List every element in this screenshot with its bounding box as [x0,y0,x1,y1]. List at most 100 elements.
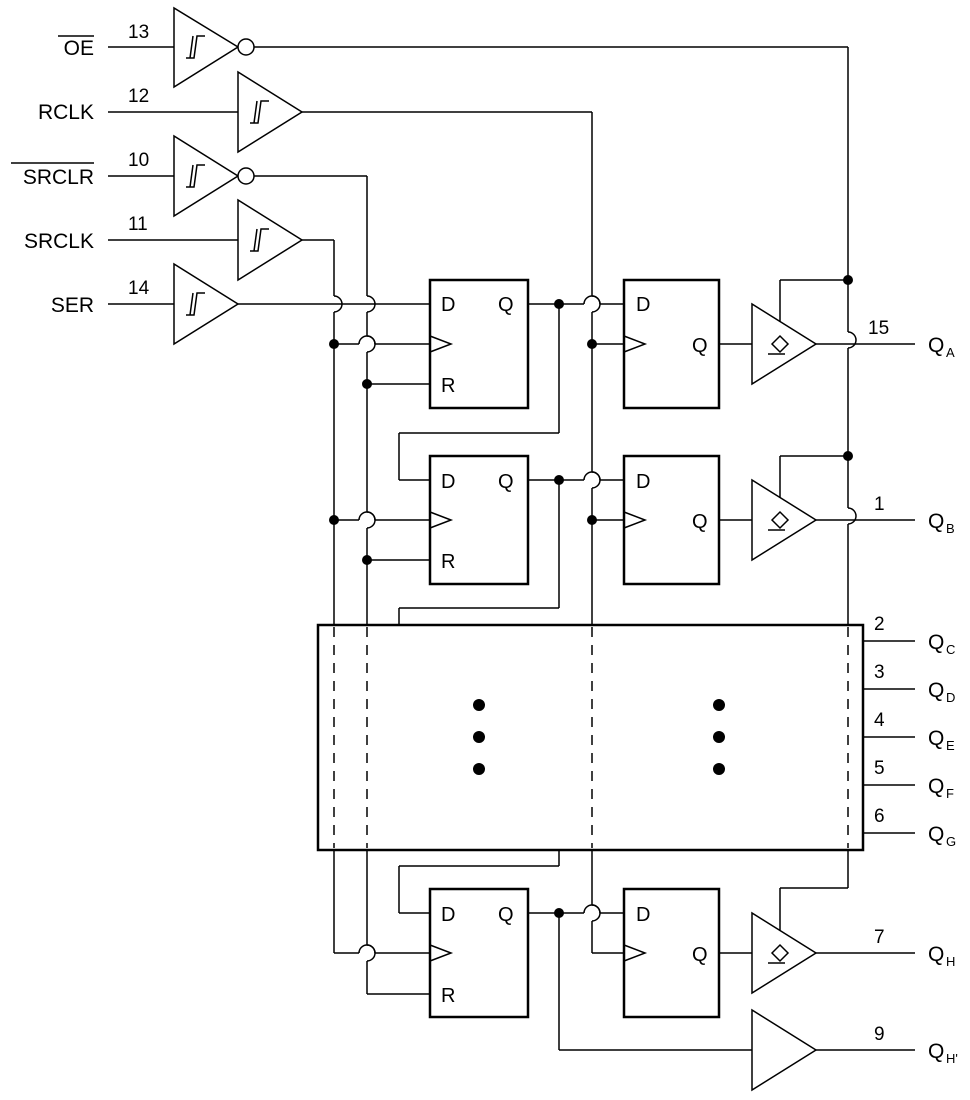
ff-q-label: Q [692,335,708,357]
output-subscript-qf: F [946,786,954,801]
ff-q-label: Q [498,904,514,926]
ellipsis-dot [473,731,485,743]
tristate-icon [770,334,790,354]
junction-dot [587,339,597,349]
ff-d-label: D [441,471,455,493]
ff-r-label: R [441,985,455,1007]
pin-6: 6 [874,806,885,827]
output-label-qc: Q [928,631,944,654]
ff-d-label: D [636,294,650,316]
shift-register-ff-h: D Q R [428,887,530,1019]
ff-q-label: Q [692,944,708,966]
input-label-rclk: RCLK [38,101,94,124]
ff-q-label: Q [692,511,708,533]
schmitt-buffer-ser [173,262,240,346]
repeated-stages-block [316,623,865,852]
junction-dot [329,515,339,525]
shift-register-ff-b: D Q R [428,454,530,586]
junction-dot [843,451,853,461]
storage-register-ff-b: D Q [622,454,721,586]
output-subscript-qh: H [946,954,955,969]
ellipsis-dot [473,699,485,711]
output-subscript-qg: G [946,834,956,849]
output-qb: 1 Q B [874,494,955,536]
output-label-qe: Q [928,727,944,750]
pin-4: 4 [874,710,885,731]
pin-15: 15 [868,318,889,339]
ff-q-label: Q [498,294,514,316]
input-label-ser: SER [51,294,94,317]
pin-14: 14 [128,278,150,299]
pin-13: 13 [128,22,149,43]
inverter-bubble [237,38,255,56]
schmitt-buffer-srclr [173,134,255,218]
tristate-buffer-a [751,279,848,386]
ellipsis-dot [713,699,725,711]
output-subscript-qa: A [946,345,955,360]
input-label-srclr: SRCLR [23,166,94,189]
pin-10: 10 [128,150,149,171]
pin-1: 1 [874,494,885,515]
pin-5: 5 [874,758,885,779]
schmitt-buffer-srclk [237,198,304,282]
junction-dot [843,275,853,285]
serial-output-buffer [751,1008,818,1092]
output-label-qd: Q [928,679,944,702]
output-label-qb: Q [928,510,944,533]
junction-dot [362,555,372,565]
output-subscript-qe: E [946,738,955,753]
ff-q-label: Q [498,471,514,493]
junction-dot [587,515,597,525]
pin-11: 11 [128,214,148,235]
output-subscript-qd: D [946,690,955,705]
input-srclk: SRCLK 11 [24,214,148,253]
ellipsis-dot [713,763,725,775]
tristate-buffer-h [751,887,848,995]
pin-2: 2 [874,614,885,635]
input-label-srclk: SRCLK [24,230,94,253]
output-qh-prime: 9 Q H' [874,1024,958,1066]
schmitt-buffer-rclk [237,70,304,154]
inverter-bubble [237,167,255,185]
ellipsis-dot [473,763,485,775]
output-subscript-qh-prime: H' [946,1051,958,1066]
output-label-qh-prime: Q [928,1040,944,1063]
output-label-qa: Q [928,334,944,357]
ff-d-label: D [441,294,455,316]
tristate-icon [770,943,790,963]
storage-register-ff-a: D Q [622,278,721,410]
pin-3: 3 [874,662,885,683]
pin-12: 12 [128,86,149,107]
tristate-buffer-b [751,455,848,562]
output-qe: 4 Q E [874,710,955,753]
output-qd: 3 Q D [874,662,955,705]
junction-dot [329,339,339,349]
output-qg: 6 Q G [874,806,956,849]
output-qf: 5 Q F [874,758,954,801]
pin-7: 7 [874,927,885,948]
ff-d-label: D [441,904,455,926]
input-ser: SER 14 [51,278,150,317]
output-qh: 7 Q H [874,927,955,969]
output-qa: 15 Q A [868,318,955,360]
input-oe: OE 13 [58,22,149,60]
output-qc: 2 Q C [874,614,955,657]
ff-d-label: D [636,904,650,926]
input-label-oe: OE [64,37,94,60]
pin-9: 9 [874,1024,885,1045]
output-subscript-qc: C [946,642,955,657]
output-label-qf: Q [928,775,944,798]
ff-d-label: D [636,471,650,493]
ff-r-label: R [441,375,455,397]
shift-register-ff-a: D Q R [428,278,530,410]
ff-r-label: R [441,551,455,573]
output-label-qh: Q [928,943,944,966]
tristate-icon [770,510,790,530]
junction-dot [362,379,372,389]
output-label-qg: Q [928,823,944,846]
output-subscript-qb: B [946,521,955,536]
input-rclk: RCLK 12 [38,86,149,124]
input-srclr: SRCLR 10 [11,150,149,189]
storage-register-ff-h: D Q [622,887,721,1019]
